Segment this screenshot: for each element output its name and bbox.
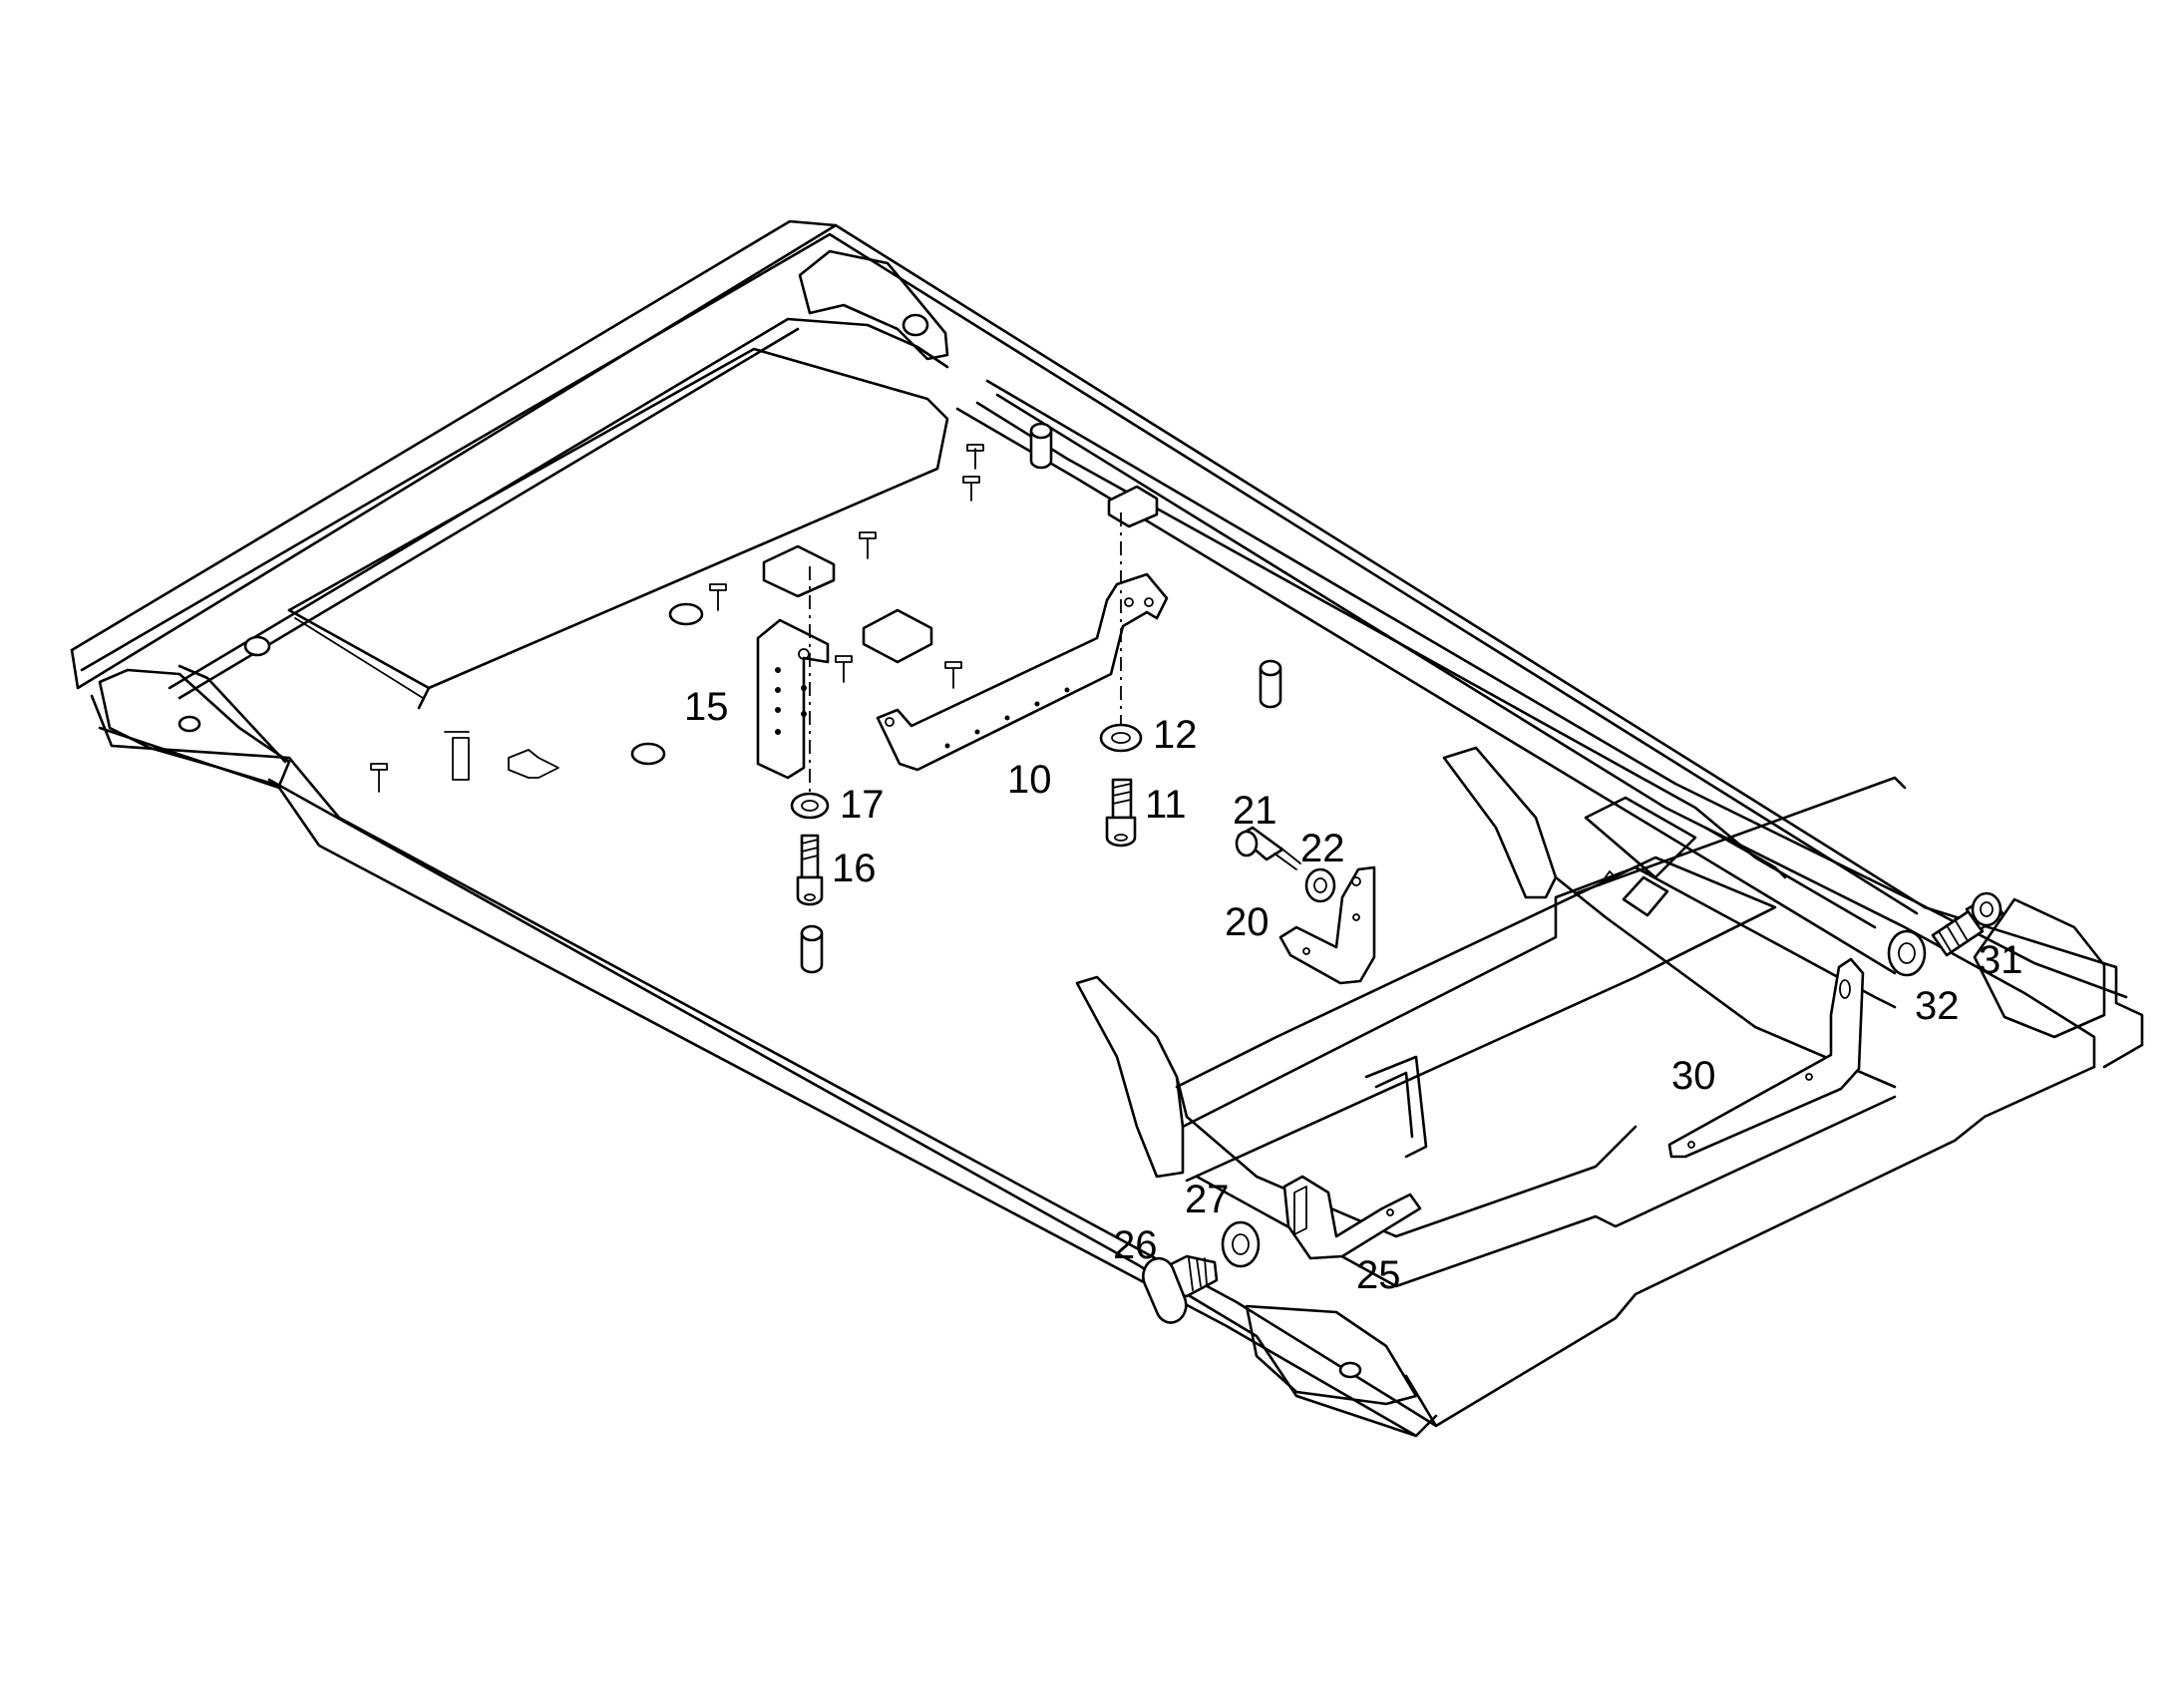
callout-11: 11 xyxy=(1145,783,1187,827)
callout-16: 16 xyxy=(832,847,877,890)
part-20-bracket xyxy=(1278,865,1376,985)
part-26-screw xyxy=(1142,1254,1219,1324)
floor-details xyxy=(178,313,1669,1379)
callout-21: 21 xyxy=(1233,789,1277,833)
part-11-screw xyxy=(1105,778,1137,848)
part-25-bracket xyxy=(1282,1175,1422,1260)
callout-27: 27 xyxy=(1185,1178,1230,1221)
base-frame xyxy=(70,219,2144,1438)
callout-12: 12 xyxy=(1153,713,1198,757)
callout-20: 20 xyxy=(1225,900,1270,944)
part-22-washer xyxy=(1304,867,1336,903)
callout-15: 15 xyxy=(684,685,729,729)
part-16-screw xyxy=(796,834,824,906)
part-10-bracket xyxy=(876,572,1169,772)
part-12-washer xyxy=(1099,723,1143,753)
callout-32: 32 xyxy=(1915,984,1960,1028)
callout-31: 31 xyxy=(1979,938,2023,982)
part-31-screw xyxy=(1931,891,2004,957)
part-32-washer xyxy=(1887,929,1927,977)
part-15-bracket xyxy=(756,618,830,780)
callout-25: 25 xyxy=(1356,1253,1401,1297)
part-27-washer xyxy=(1221,1220,1261,1268)
callout-26: 26 xyxy=(1113,1223,1158,1267)
part-17-washer xyxy=(790,792,830,820)
callout-30: 30 xyxy=(1671,1054,1716,1098)
part-30-bracket xyxy=(1667,957,1865,1159)
callout-22: 22 xyxy=(1300,827,1345,870)
part-21-screw xyxy=(1235,826,1301,870)
callout-10: 10 xyxy=(1007,758,1052,802)
callout-labels: 10 11 12 15 16 17 20 21 22 25 26 27 30 3… xyxy=(684,685,2023,1297)
callout-17: 17 xyxy=(840,783,885,827)
